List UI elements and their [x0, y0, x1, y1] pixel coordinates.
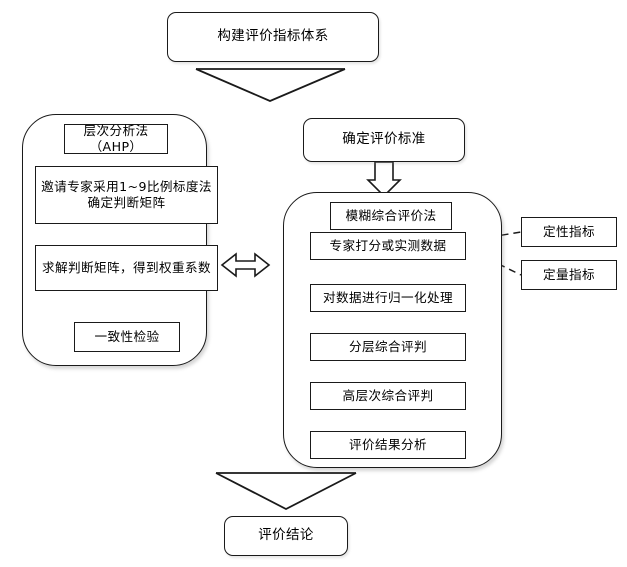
node-fuzzy-step-2[interactable]: 对数据进行归一化处理: [310, 284, 466, 312]
node-qualitative-indicator[interactable]: 定性指标: [521, 217, 617, 247]
node-fuzzy-step-5[interactable]: 评价结果分析: [310, 431, 466, 459]
node-fuzzy-step-3-label: 分层综合评判: [349, 338, 427, 354]
node-determine-criteria[interactable]: 确定评价标准: [303, 118, 465, 162]
node-build-index-system[interactable]: 构建评价指标体系: [167, 12, 379, 62]
node-fuzzy-step-1-label: 专家打分或实测数据: [329, 237, 447, 253]
panel-fuzzy-header[interactable]: 模糊综合评价法: [330, 202, 452, 230]
node-fuzzy-step-3[interactable]: 分层综合评判: [310, 333, 466, 361]
node-ahp-step-2[interactable]: 求解判断矩阵，得到权重系数: [35, 245, 218, 291]
panel-ahp-header[interactable]: 层次分析法（AHP）: [64, 122, 168, 154]
arrow-methods-to-conclusion: [215, 472, 357, 511]
node-quantitative-indicator-label: 定量指标: [543, 266, 595, 282]
arrow-criteria-to-fuzzy: [366, 161, 402, 198]
node-ahp-step-3[interactable]: 一致性检验: [74, 322, 180, 352]
node-determine-criteria-label: 确定评价标准: [342, 131, 426, 148]
node-quantitative-indicator[interactable]: 定量指标: [521, 260, 617, 290]
node-ahp-step-1-label: 邀请专家采用1~9比例标度法确定判断矩阵: [41, 178, 212, 210]
node-fuzzy-step-1[interactable]: 专家打分或实测数据: [310, 232, 466, 260]
node-fuzzy-step-2-label: 对数据进行归一化处理: [323, 289, 453, 305]
arrow-bidirectional-panels: [220, 252, 271, 278]
node-qualitative-indicator-label: 定性指标: [543, 223, 595, 239]
panel-fuzzy-header-label: 模糊综合评价法: [345, 207, 437, 223]
node-fuzzy-step-4[interactable]: 高层次综合评判: [310, 382, 466, 410]
node-build-index-system-label: 构建评价指标体系: [217, 28, 329, 45]
node-ahp-step-2-label: 求解判断矩阵，得到权重系数: [42, 259, 211, 275]
node-fuzzy-step-5-label: 评价结果分析: [349, 436, 427, 452]
node-evaluation-conclusion[interactable]: 评价结论: [224, 516, 348, 556]
node-ahp-step-3-label: 一致性检验: [94, 328, 160, 344]
arrow-title-to-methods: [195, 68, 346, 102]
node-fuzzy-step-4-label: 高层次综合评判: [342, 387, 434, 403]
panel-ahp-header-label: 层次分析法（AHP）: [83, 122, 149, 154]
node-evaluation-conclusion-label: 评价结论: [258, 527, 314, 544]
node-ahp-step-1[interactable]: 邀请专家采用1~9比例标度法确定判断矩阵: [35, 166, 218, 224]
